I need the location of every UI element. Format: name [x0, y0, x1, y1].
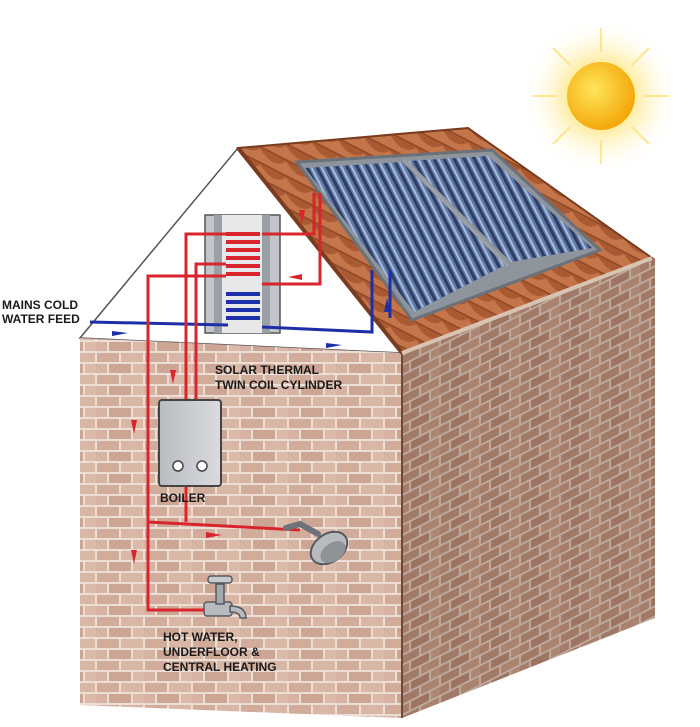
tap-icon [203, 575, 247, 619]
mains-label-line2: WATER FEED [2, 312, 80, 326]
mains-label-line1: MAINS COLD [2, 298, 78, 312]
flow-arrow-icon [131, 210, 305, 564]
outlets-label-line2: UNDERFLOOR & [163, 645, 260, 659]
boiler [158, 399, 222, 487]
cylinder-label-line1: SOLAR THERMAL [215, 363, 319, 377]
cold-water-pipe [89, 270, 392, 334]
outlets-label-line1: HOT WATER, [163, 630, 237, 644]
cylinder-label-line2: TWIN COIL CYLINDER [215, 378, 342, 392]
side-wall [402, 258, 655, 718]
solar-thermal-panel [294, 148, 603, 322]
hot-water-pipe [146, 193, 322, 612]
outlets-label-line3: CENTRAL HEATING [163, 660, 277, 674]
boiler-label: BOILER [160, 491, 206, 505]
shower-head-icon [283, 520, 349, 566]
flow-arrow-icon [112, 298, 390, 348]
sun-icon [523, 18, 679, 174]
